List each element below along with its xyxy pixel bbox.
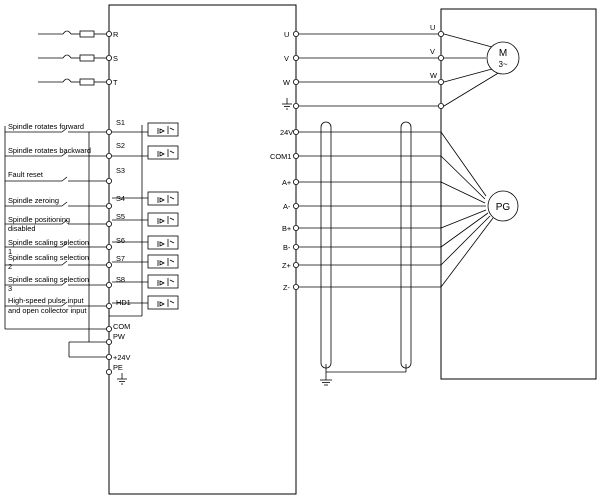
terminal-label-s5: S5 [116,212,125,221]
motor-terminal-label-v: V [430,47,435,56]
input-circuits: Spindle rotates forward Spindle rotates … [4,118,131,385]
input-label-s5: Spindle positioning [8,215,70,224]
input-label-s1: Spindle rotates forward [8,122,84,131]
terminal-label-s3: S3 [116,166,125,175]
optocoupler-s7 [112,254,179,269]
input-label-s4: Spindle zeroing [8,196,59,205]
input-row-s2: S2 [5,141,125,159]
optocoupler-hd1 [112,295,179,310]
power-line-s: S [38,54,118,63]
input-row-s6: S6 [5,236,125,250]
optocoupler-s6 [112,235,179,250]
ground-icon [282,98,292,110]
input-row-s8: S8 [5,275,125,288]
motor-label: M [499,48,507,59]
input-label-s3: Fault reset [8,170,43,179]
terminal-label-24v: +24V [113,353,131,362]
power-input-label-s: S [113,54,118,63]
motor-terminal-label-w: W [430,71,437,80]
optocoupler-s5 [112,212,179,227]
input-row-s7: S7 [5,254,125,268]
terminal-label-s2: S2 [116,141,125,150]
input-label-s2: Spindle rotates backward [8,146,91,155]
ground-icon [117,373,127,385]
input-label-hd1-line2: and open collector input [8,306,86,315]
input-label-hd1: High-speed pulse input [8,296,84,305]
ground-icon [320,379,332,386]
input-label-s7-line2: 2 [8,262,12,271]
motor-box [440,8,597,380]
terminal-label-pw: PW [113,332,125,341]
motor-outputs: U V W U V W [282,23,444,110]
encoder-label-24v: 24V [280,128,293,137]
terminal-label-com: COM [113,322,130,331]
input-label-s6-line2: 1 [8,247,12,256]
optocoupler-s1 [112,122,179,137]
power-line-t: T [38,78,118,87]
encoder-label-a-plus: A+ [282,178,291,187]
encoder-label-a-minus: A- [283,202,291,211]
terminal-label-pe: PE [113,363,123,372]
power-input-label-r: R [113,30,118,39]
terminal-label-s1: S1 [116,118,125,127]
optocoupler-s8 [112,274,179,289]
power-inputs: R S T [38,30,118,87]
encoder-label-b-minus: B- [283,243,291,252]
motor-terminal-label-u: U [430,23,435,32]
terminal-label-hd1: HD1 [116,298,131,307]
terminal-label-s4: S4 [116,194,125,203]
input-label-s8: Spindle scaling selection [8,275,89,284]
input-label-s6: Spindle scaling selection [8,238,89,247]
power-line-r: R [38,30,118,39]
terminal-label-s6: S6 [116,236,125,245]
input-row-s1: S1 [5,118,125,135]
encoder-label: PG [496,202,511,213]
shielded-cable [320,121,412,386]
input-row-s4: S4 [5,194,125,209]
output-label-v: V [284,54,289,63]
input-label-s5-line2: disabled [8,224,36,233]
input-row-hd1: HD1 [5,298,131,309]
inverter-box [108,4,297,495]
terminal-label-s8: S8 [116,275,125,284]
input-label-s7: Spindle scaling selection [8,253,89,262]
input-row-s5: S5 [5,212,125,227]
encoder-label-com1: COM1 [270,152,291,161]
power-input-label-t: T [113,78,118,87]
input-label-s8-line2: 3 [8,284,12,293]
output-label-w: W [283,78,290,87]
terminal-label-s7: S7 [116,254,125,263]
optocoupler-column [109,122,179,317]
motor-sub-label: 3~ [498,60,507,69]
encoder-label-z-minus: Z- [283,283,291,292]
encoder-label-b-plus: B+ [282,224,291,233]
motor-symbol: M 3~ [443,33,520,107]
optocoupler-s2 [112,145,179,160]
encoder-lines: 24V COM1 A+ A- B+ B- Z+ Z- PG [270,128,519,292]
optocoupler-s4 [112,191,179,206]
output-label-u: U [284,30,289,39]
input-row-s3: S3 [5,166,125,184]
encoder-label-z-plus: Z+ [282,261,291,270]
